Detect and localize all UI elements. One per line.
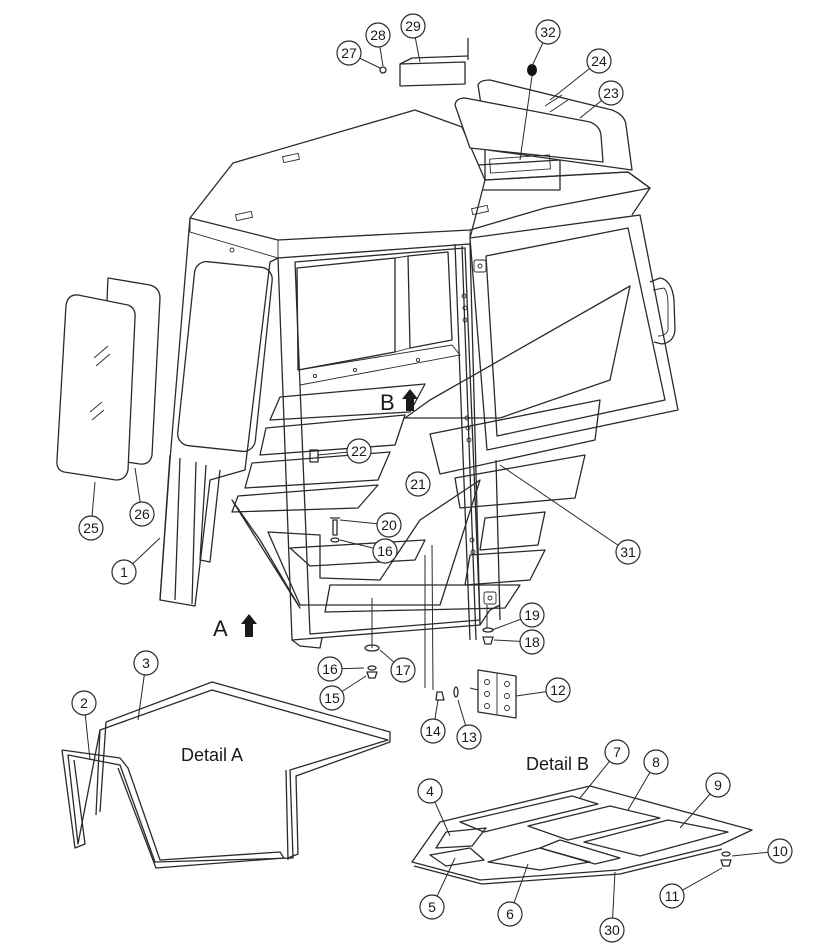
view-b-arrow [402,389,418,411]
glass-panel-25 [56,294,136,481]
detail-a-seal: Detail A [61,681,391,869]
door-hinge-12 [469,669,517,719]
svg-text:22: 22 [351,443,367,459]
view-a-arrow [241,614,257,637]
svg-text:20: 20 [381,517,397,533]
svg-text:16: 16 [377,543,393,559]
svg-text:9: 9 [714,777,722,793]
svg-text:24: 24 [591,53,607,69]
callout-6: 6 [497,901,523,927]
callout-32: 32 [535,19,561,45]
callout-1: 1 [111,559,137,585]
callout-27: 27 [336,40,362,66]
svg-text:27: 27 [341,45,357,61]
callout-31: 31 [615,539,641,565]
callout-14: 14 [420,718,446,744]
callout-19: 19 [519,602,545,628]
callout-10: 10 [767,838,793,864]
hardware-parts [309,449,494,701]
view-b-marker: B [380,389,418,415]
cab-left-wall [159,217,279,607]
view-b-letter: B [380,390,395,415]
svg-text:1: 1 [120,564,128,580]
callout-16-upper: 16 [372,538,398,564]
svg-text:16: 16 [322,661,338,677]
view-a-marker: A [213,614,257,641]
callout-3: 3 [133,650,159,676]
svg-text:25: 25 [83,520,99,536]
callout-8: 8 [643,749,669,775]
callout-28: 28 [365,22,391,48]
callout-23: 23 [598,80,624,106]
svg-text:4: 4 [426,783,434,799]
svg-text:19: 19 [524,607,540,623]
svg-text:17: 17 [395,662,411,678]
part-29-bracket [399,55,469,87]
callout-25: 25 [78,515,104,541]
callout-12: 12 [545,677,571,703]
view-a-letter: A [213,616,228,641]
callout-13: 13 [456,724,482,750]
callout-5: 5 [419,894,445,920]
callout-17: 17 [390,657,416,683]
side-glass-panels [56,277,161,481]
rear-glass [454,79,633,171]
callout-4: 4 [417,778,443,804]
svg-text:29: 29 [405,18,421,34]
svg-text:21: 21 [410,476,426,492]
svg-text:28: 28 [370,27,386,43]
top-parts [379,38,551,174]
svg-text:10: 10 [772,843,788,859]
svg-text:23: 23 [603,85,619,101]
left-side-window [177,260,273,453]
callout-26: 26 [129,501,155,527]
callout-11: 11 [659,883,685,909]
door-handle [649,277,676,345]
svg-text:31: 31 [620,544,636,560]
svg-text:14: 14 [425,723,441,739]
callout-20: 20 [376,512,402,538]
callout-15: 15 [319,685,345,711]
svg-text:8: 8 [652,754,660,770]
svg-text:12: 12 [550,682,566,698]
callout-7: 7 [604,739,630,765]
callout-18: 18 [519,629,545,655]
svg-text:3: 3 [142,655,150,671]
svg-text:18: 18 [524,634,540,650]
cab-door [469,214,679,451]
svg-text:30: 30 [604,922,620,938]
callout-24: 24 [586,48,612,74]
floor-mat-outlines [231,285,631,613]
detail-b-label: Detail B [526,754,589,774]
svg-text:11: 11 [665,888,680,904]
cab-assembly [159,109,679,649]
callout-21: 21 [405,471,431,497]
callout-16-lower: 16 [317,656,343,682]
detail-a-label: Detail A [181,745,243,765]
part-32-antenna-knob [527,64,537,76]
part-27-screw [379,66,387,74]
callout-30: 30 [599,917,625,943]
callout-29: 29 [400,13,426,39]
callout-9: 9 [705,772,731,798]
callout-22: 22 [346,438,372,464]
svg-text:32: 32 [540,24,556,40]
svg-text:6: 6 [506,906,514,922]
svg-text:7: 7 [613,744,621,760]
svg-text:2: 2 [80,695,88,711]
svg-text:15: 15 [324,690,340,706]
callout-2: 2 [71,690,97,716]
svg-text:13: 13 [461,729,477,745]
svg-text:5: 5 [428,899,436,915]
detail-b-floor-mat: Detail B [411,754,753,885]
svg-text:26: 26 [134,506,150,522]
